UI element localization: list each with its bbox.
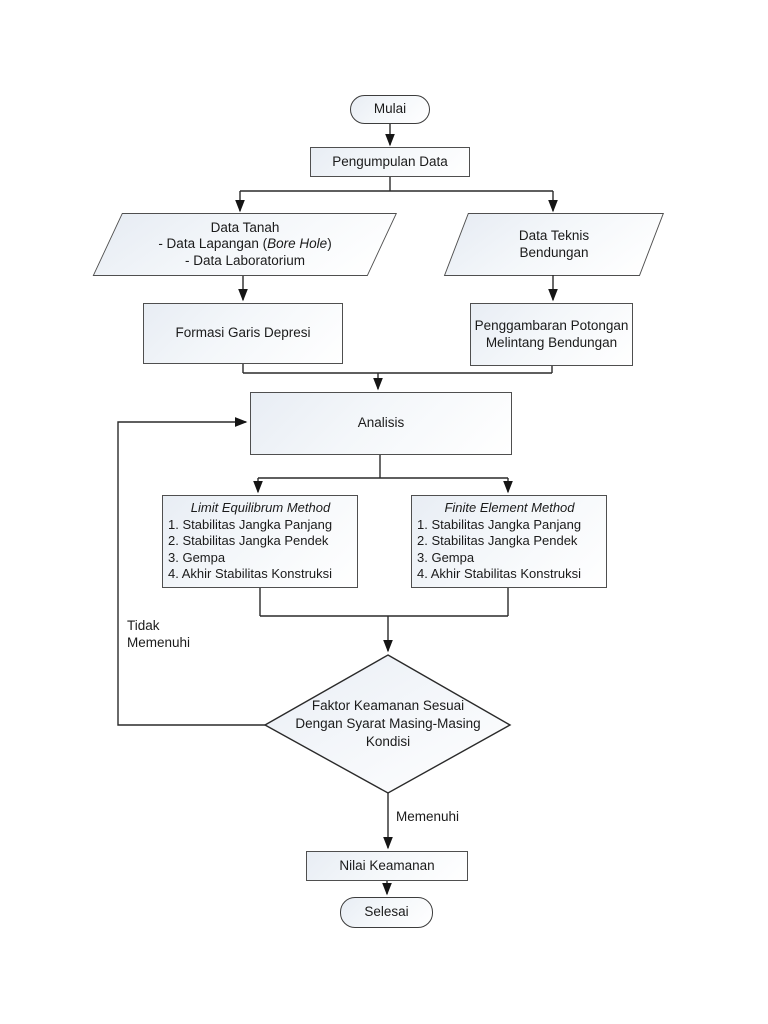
data-tanah-line3: - Data Laboratorium bbox=[184, 252, 306, 268]
nilai-label: Nilai Keamanan bbox=[339, 857, 435, 873]
yes-branch-label: Memenuhi bbox=[396, 809, 460, 824]
nilai-box: Nilai Keamanan bbox=[306, 851, 468, 881]
fem-title: Finite Element Method bbox=[444, 500, 575, 515]
formasi-label: Formasi Garis Depresi bbox=[175, 325, 311, 341]
fem-box: Finite Element Method 1. Stabilitas Jang… bbox=[411, 495, 607, 588]
data-teknis-line1: Data Teknis bbox=[518, 228, 590, 243]
collect-label: Pengumpulan Data bbox=[332, 153, 448, 169]
decision-line2: Dengan Syarat Masing-Masing bbox=[295, 716, 481, 731]
lem-title: Limit Equilibrum Method bbox=[190, 500, 331, 515]
fem-item-3: 3. Gempa bbox=[417, 549, 475, 565]
collect-data-node: Pengumpulan Data bbox=[310, 147, 470, 177]
data-tanah-line2: - Data Lapangan (Bore Hole) bbox=[158, 236, 332, 252]
penggambaran-line2: Melintang Bendungan bbox=[485, 334, 618, 350]
decision-line3: Kondisi bbox=[365, 734, 411, 749]
analisis-label: Analisis bbox=[357, 415, 405, 431]
start-label: Mulai bbox=[373, 101, 407, 117]
analisis-box: Analisis bbox=[250, 392, 512, 455]
lem-box: Limit Equilibrum Method 1. Stabilitas Ja… bbox=[162, 495, 358, 588]
decision-line1: Faktor Keamanan Sesuai bbox=[311, 698, 465, 713]
start-node: Mulai bbox=[350, 95, 430, 124]
end-node: Selesai bbox=[340, 897, 433, 928]
formasi-box: Formasi Garis Depresi bbox=[143, 303, 343, 364]
fem-item-1: 1. Stabilitas Jangka Panjang bbox=[417, 516, 582, 532]
data-tanah-line1: Data Tanah bbox=[210, 219, 280, 235]
penggambaran-line1: Penggambaran Potongan bbox=[474, 318, 629, 333]
data-teknis-line2: Bendungan bbox=[519, 244, 589, 260]
lem-item-1: 1. Stabilitas Jangka Panjang bbox=[168, 516, 333, 532]
lem-item-4: 4. Akhir Stabilitas Konstruksi bbox=[168, 566, 333, 582]
fem-item-2: 2. Stabilitas Jangka Pendek bbox=[417, 533, 578, 549]
penggambaran-box: Penggambaran Potongan Melintang Bendunga… bbox=[470, 303, 633, 366]
decision-text: Faktor Keamanan Sesuai Dengan Syarat Mas… bbox=[263, 696, 513, 752]
lem-item-3: 3. Gempa bbox=[168, 549, 226, 565]
end-label: Selesai bbox=[364, 904, 409, 920]
lem-item-2: 2. Stabilitas Jangka Pendek bbox=[168, 533, 329, 549]
fem-item-4: 4. Akhir Stabilitas Konstruksi bbox=[417, 566, 582, 582]
data-teknis-text: Data Teknis Bendungan bbox=[454, 213, 654, 276]
data-tanah-text: Data Tanah - Data Lapangan (Bore Hole) -… bbox=[93, 214, 397, 275]
